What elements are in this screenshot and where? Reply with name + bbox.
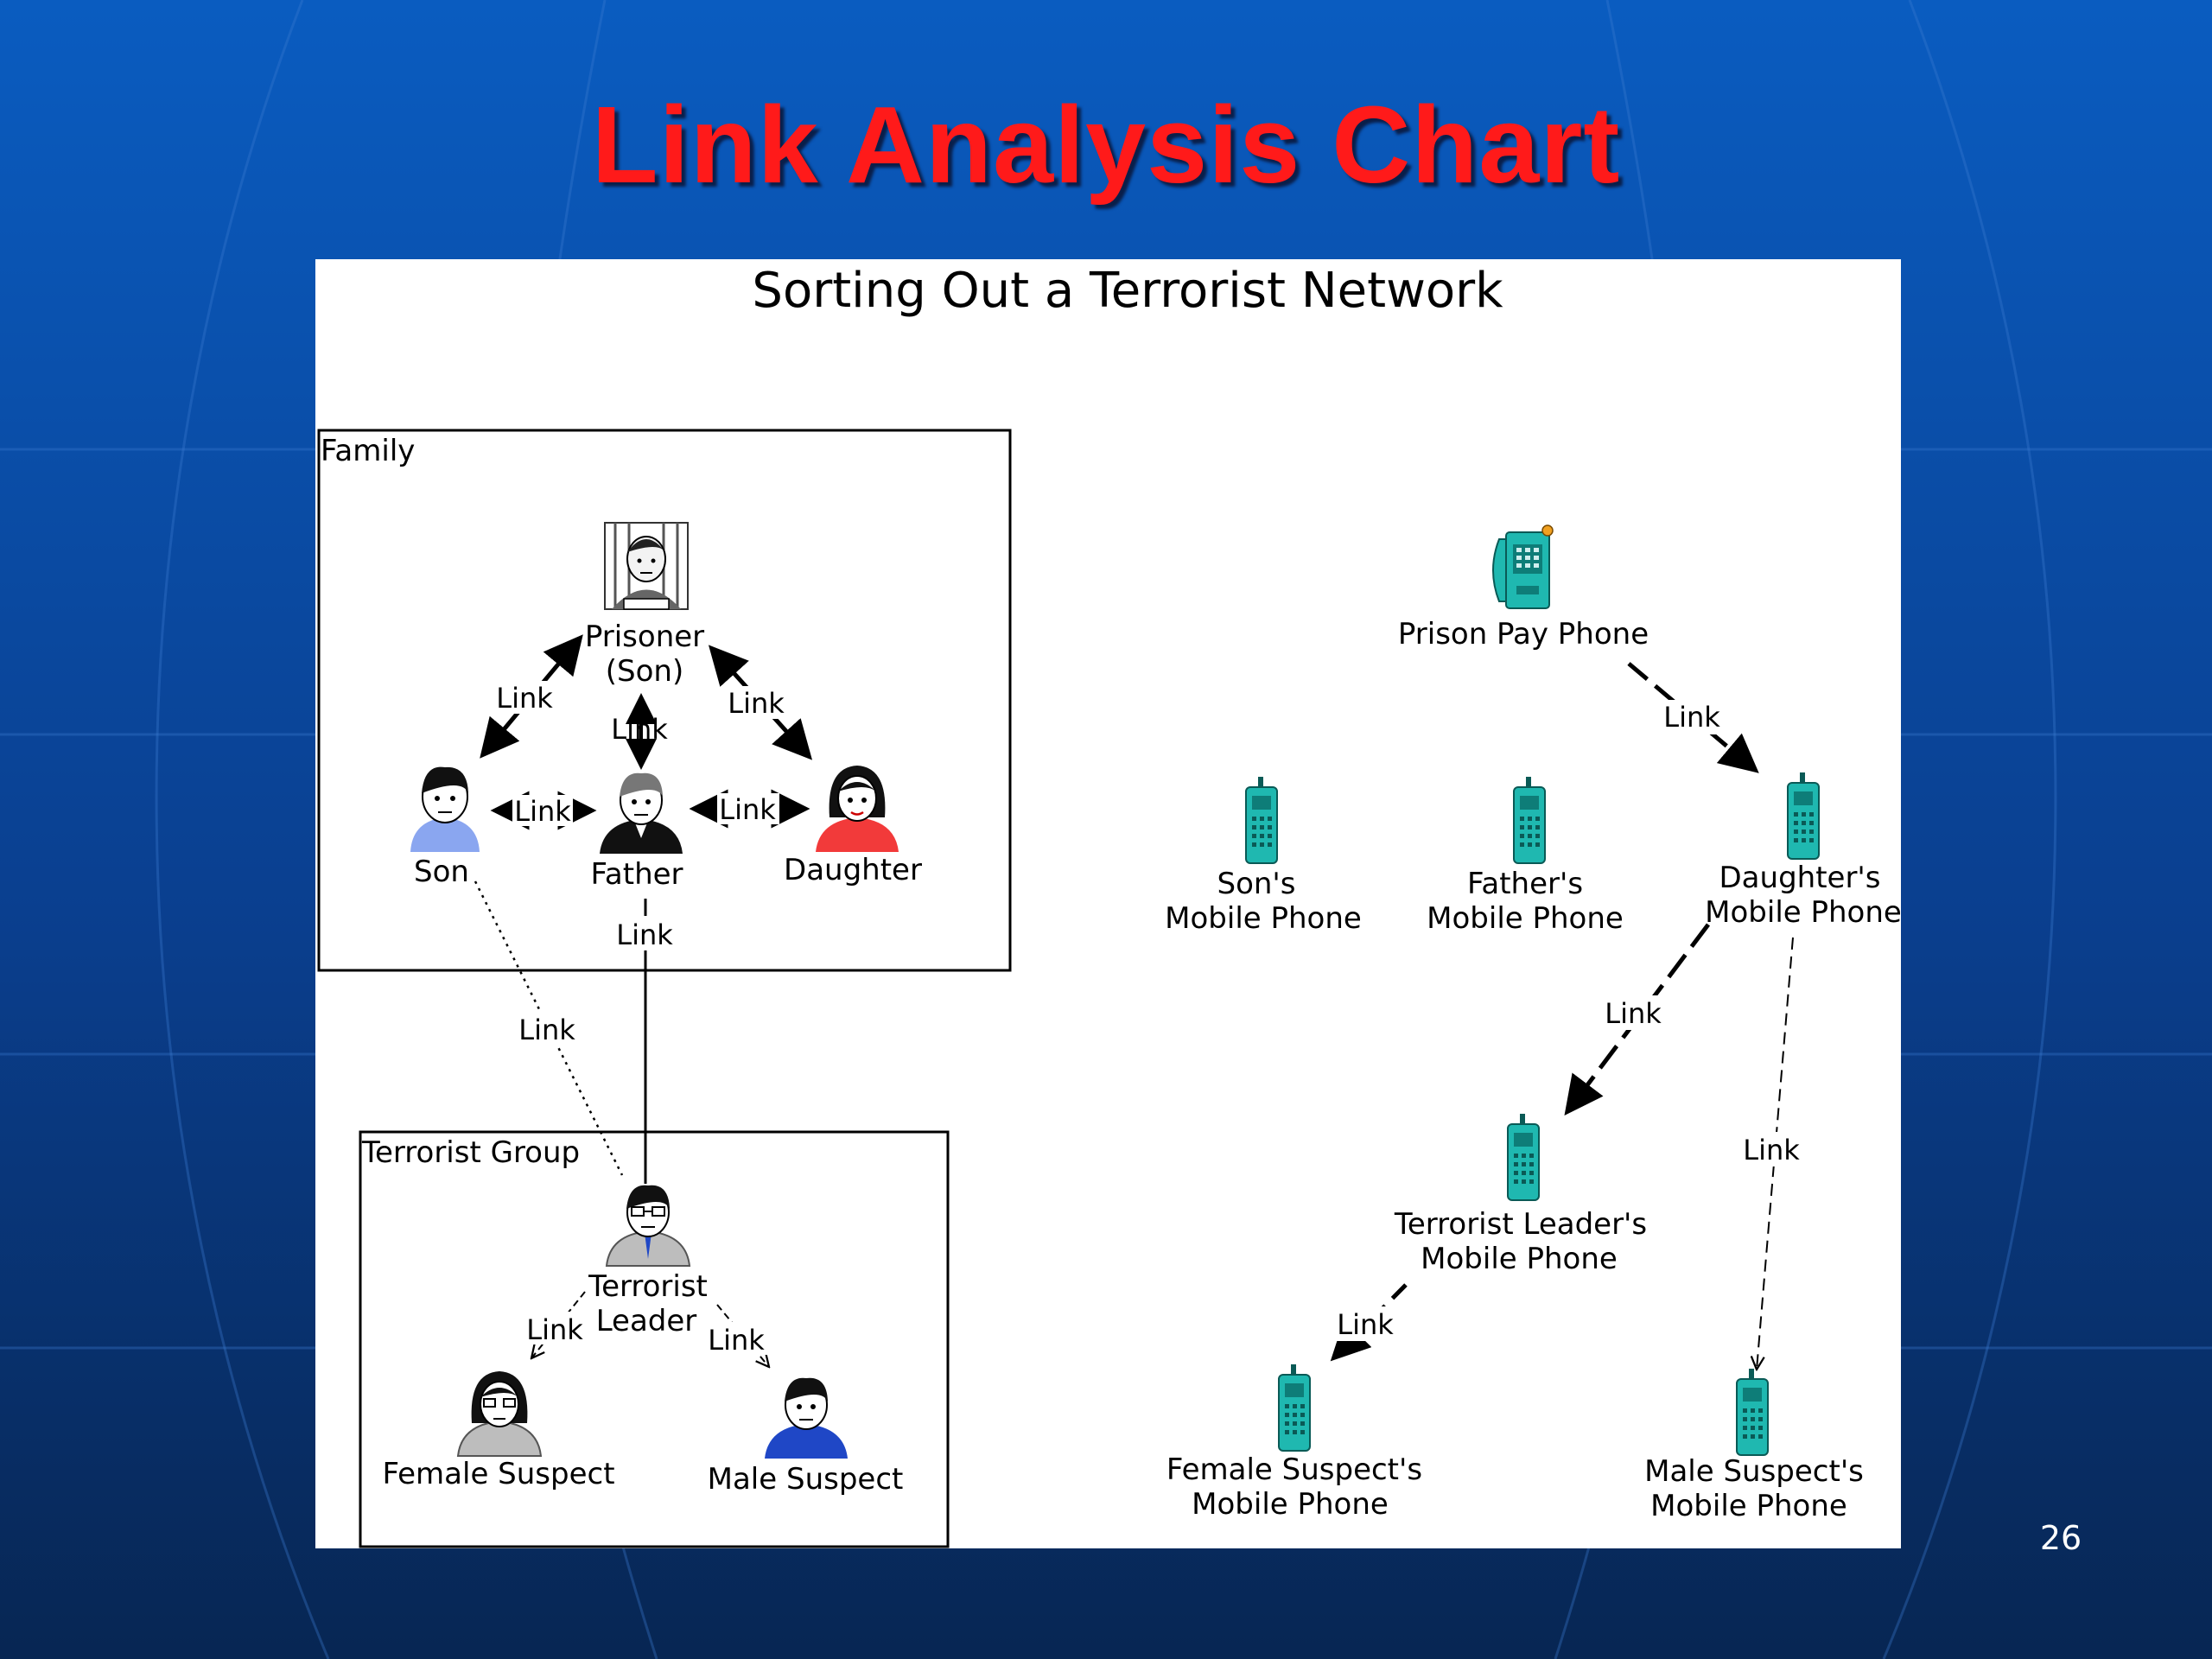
- node-son[interactable]: Son: [410, 766, 480, 889]
- link-label: Link: [514, 795, 571, 828]
- link-leader-female-suspect: Link: [523, 1291, 586, 1358]
- node-label: Female Suspect's: [1166, 1452, 1422, 1487]
- link-label: Link: [526, 1313, 583, 1346]
- link-label: Link: [1743, 1134, 1800, 1166]
- mobile-phone-icon: [1245, 777, 1278, 864]
- person-icon: [816, 766, 899, 852]
- pay-phone-icon: [1492, 524, 1554, 609]
- node-father[interactable]: Father: [590, 772, 683, 892]
- mobile-phone-icon: [1507, 1114, 1540, 1201]
- node-label: Mobile Phone: [1421, 1242, 1618, 1276]
- node-label: Father's: [1467, 867, 1583, 901]
- node-label: Son's: [1217, 867, 1296, 901]
- link-father-daughter: Link: [689, 789, 810, 829]
- node-label: Terrorist: [588, 1269, 708, 1304]
- node-label: Mobile Phone: [1165, 901, 1362, 936]
- node-label: Mobile Phone: [1705, 895, 1901, 930]
- link-daughter-prisoner: Link: [708, 645, 813, 760]
- person-icon: [600, 772, 683, 854]
- node-label: Daughter: [784, 853, 922, 887]
- group-label-terrorist-group: Terrorist Group: [361, 1135, 580, 1170]
- node-label: Prison Pay Phone: [1398, 617, 1649, 652]
- link-label: Link: [708, 1324, 765, 1357]
- link-daughters-leaders-mobile: Link: [1564, 923, 1710, 1116]
- link-label: Link: [728, 687, 785, 720]
- link-son-father: Link: [490, 791, 597, 830]
- diagram-title: Sorting Out a Terrorist Network: [752, 263, 1503, 319]
- mobile-phone-icon: [1513, 777, 1546, 864]
- mobile-phone-icon: [1278, 1364, 1311, 1452]
- link-label: Link: [496, 682, 553, 715]
- person-icon: [456, 1371, 543, 1457]
- node-sons-mobile-phone[interactable]: Son's Mobile Phone: [1165, 777, 1362, 936]
- link-label: Link: [1663, 701, 1720, 734]
- node-label: Mobile Phone: [1192, 1487, 1389, 1522]
- node-label: (Son): [606, 654, 683, 689]
- node-label: Leader: [596, 1304, 697, 1338]
- slide-title: Link Analysis Chart: [591, 84, 1621, 206]
- link-father-prisoner: Link: [611, 693, 668, 770]
- node-label: Male Suspect: [708, 1462, 904, 1497]
- page-number: 26: [2039, 1519, 2082, 1557]
- link-label: Link: [616, 918, 673, 951]
- links-layer: Link Link Link Link Link: [474, 634, 1803, 1370]
- person-icon: [410, 766, 480, 852]
- node-label: Mobile Phone: [1427, 901, 1624, 936]
- node-label: Prisoner: [585, 620, 704, 654]
- link-label: Link: [719, 793, 776, 826]
- node-terrorist-leader[interactable]: Terrorist Leader: [588, 1185, 708, 1338]
- link-son-prisoner: Link: [480, 634, 583, 759]
- node-female-suspects-mobile-phone[interactable]: Female Suspect's Mobile Phone: [1166, 1364, 1422, 1522]
- node-label: Female Suspect: [382, 1457, 614, 1491]
- node-daughters-mobile-phone[interactable]: Daughter's Mobile Phone: [1705, 772, 1901, 930]
- node-prisoner[interactable]: Prisoner (Son): [585, 522, 704, 689]
- node-label: Male Suspect's: [1644, 1454, 1864, 1489]
- node-terrorist-leaders-mobile-phone[interactable]: Terrorist Leader's Mobile Phone: [1394, 1114, 1647, 1276]
- link-son-terrorist-leader: Link: [474, 880, 624, 1176]
- person-icon: [765, 1377, 848, 1459]
- link-leader-male-suspect: Link: [708, 1304, 769, 1367]
- group-family: Family: [317, 429, 1012, 972]
- link-paypphone-daughters-mobile: Link: [1627, 662, 1759, 773]
- link-daughters-male-mobile: Link: [1741, 937, 1803, 1370]
- link-father-terrorist-leader: Link: [613, 899, 676, 1184]
- node-label: Father: [590, 857, 683, 892]
- link-analysis-diagram: Sorting Out a Terrorist Network Family T…: [317, 263, 1901, 1548]
- mobile-phone-icon: [1736, 1369, 1769, 1456]
- node-female-suspect[interactable]: Female Suspect: [382, 1371, 615, 1491]
- link-leaders-female-mobile: Link: [1330, 1283, 1408, 1362]
- link-label: Link: [1337, 1308, 1394, 1341]
- node-label: Terrorist Leader's: [1394, 1207, 1647, 1242]
- node-label: Daughter's: [1719, 861, 1881, 895]
- node-male-suspect[interactable]: Male Suspect: [708, 1377, 904, 1497]
- link-label: Link: [518, 1014, 575, 1046]
- node-label: Mobile Phone: [1650, 1489, 1847, 1523]
- node-label: Son: [414, 855, 469, 889]
- node-male-suspects-mobile-phone[interactable]: Male Suspect's Mobile Phone: [1644, 1369, 1864, 1523]
- diagram-panel: Sorting Out a Terrorist Network Family T…: [315, 259, 1901, 1548]
- mobile-phone-icon: [1787, 772, 1820, 860]
- person-icon: [605, 1185, 691, 1267]
- node-fathers-mobile-phone[interactable]: Father's Mobile Phone: [1427, 777, 1624, 936]
- node-daughter[interactable]: Daughter: [784, 766, 922, 887]
- prisoner-icon: [604, 522, 689, 610]
- node-prison-pay-phone[interactable]: Prison Pay Phone: [1398, 524, 1649, 652]
- group-label-family: Family: [321, 434, 415, 468]
- group-terrorist-group: Terrorist Group: [359, 1130, 950, 1548]
- link-label: Link: [1605, 997, 1662, 1030]
- link-label: Link: [611, 713, 668, 746]
